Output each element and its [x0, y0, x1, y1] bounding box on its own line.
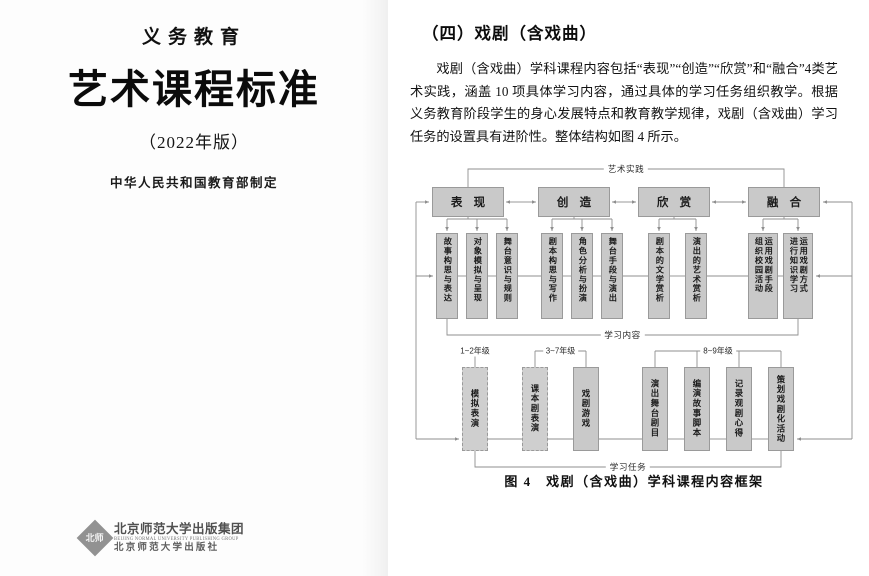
- category-box-ronghe: 融 合: [748, 186, 820, 217]
- learning-task-box: 演出舞台剧目: [642, 366, 668, 451]
- body-paragraph: 戏剧（含戏曲）学科课程内容包括“表现”“创造”“欣赏”和“融合”4类艺术实践，涵…: [410, 61, 838, 145]
- grade-label-1: 3~7年级: [542, 345, 579, 357]
- curriculum-framework-diagram: 表 现 创 造 欣 赏 融 合故事构思与表达 对象模拟与呈现 舞台意识与规则 剧本构思与写作…: [410, 155, 858, 473]
- learning-task-box: 戏剧游戏: [573, 366, 599, 451]
- category-label: 表 现: [450, 196, 490, 209]
- figure-block: 表 现 创 造 欣 赏 融 合故事构思与表达 对象模拟与呈现 舞台意识与规则 剧本构思与写作…: [410, 155, 858, 495]
- publisher-name-en: BEIJING NORMAL UNIVERSITY PUBLISHING GRO…: [114, 536, 239, 542]
- learning-task-box: 记录观剧心得: [726, 366, 752, 451]
- learning-task-box: 策划戏剧化活动: [768, 366, 794, 451]
- learning-task-box: 编演故事脚本: [684, 366, 710, 451]
- learning-task-box: 模拟表演: [462, 366, 488, 451]
- cover-supertitle: 义务教育: [141, 27, 246, 48]
- diagram-connectors: [415, 168, 853, 468]
- publisher-logo: 北师 北京师范大学出版集团 BEIJING NORMAL UNIVERSITY …: [76, 519, 244, 557]
- figure-caption: 图 4 戏剧（含戏曲）学科课程内容框架: [504, 473, 764, 489]
- learning-task-label: 记录观剧心得: [734, 379, 744, 439]
- learning-task-box: 课本剧表演: [522, 366, 548, 451]
- learning-content-label: 舞台手段与演出: [607, 236, 617, 303]
- learning-content-label: 运用戏剧方式 进行知识学习: [789, 236, 808, 294]
- publisher-name-cn: 北京师范大学出版集团: [114, 522, 245, 536]
- learning-content-box: 剧本的文学赏析: [648, 232, 670, 319]
- band-label-learning-tasks: 学习任务: [605, 460, 651, 473]
- grade-label-0: 1~2年级: [457, 345, 493, 357]
- learning-content-box: 演出的艺术赏析: [685, 232, 707, 319]
- learning-content-label: 剧本的文学赏析: [654, 236, 664, 303]
- learning-content-box: 舞台手段与演出: [601, 232, 623, 319]
- category-box-xinshang: 欣 赏: [638, 186, 710, 217]
- right-page-content: （四）戏剧（含戏曲） 戏剧（含戏曲）学科课程内容包括“表现”“创造”“欣赏”和“…: [388, 0, 869, 576]
- learning-content-label: 对象模拟与呈现: [472, 236, 482, 303]
- learning-task-label: 模拟表演: [470, 389, 480, 429]
- learning-content-box: 运用戏剧手段 组织校园活动: [748, 232, 778, 319]
- learning-content-box: 角色分析与扮演: [571, 232, 593, 319]
- learning-content-label: 故事构思与表达: [442, 236, 452, 303]
- learning-content-box: 故事构思与表达: [436, 232, 458, 319]
- cover-edition: （2022年版）: [139, 133, 249, 152]
- publisher-text: 北京师范大学出版集团 BEIJING NORMAL UNIVERSITY PUB…: [114, 522, 244, 554]
- learning-content-box: 舞台意识与规则: [496, 232, 518, 319]
- learning-content-label: 演出的艺术赏析: [691, 236, 701, 303]
- band-label-practice: 艺术实践: [603, 162, 649, 175]
- publisher-mark-icon: 北师: [76, 519, 114, 557]
- learning-content-label: 剧本构思与写作: [547, 236, 557, 303]
- band-label-learning-content: 学习内容: [600, 328, 645, 341]
- category-label: 融 合: [766, 196, 806, 209]
- grade-label-2: 8~9年级: [700, 345, 736, 357]
- section-heading: （四）戏剧（含戏曲）: [422, 24, 597, 43]
- learning-content-box: 对象模拟与呈现: [466, 232, 488, 319]
- learning-task-label: 策划戏剧化活动: [776, 374, 786, 444]
- cover-issuer: 中华人民共和国教育部制定: [109, 176, 278, 190]
- learning-content-box: 剧本构思与写作: [541, 232, 563, 319]
- cover-title: 艺术课程标准: [68, 67, 320, 112]
- category-label: 欣 赏: [656, 196, 696, 209]
- cover-content: 义务教育 艺术课程标准 （2022年版） 中华人民共和国教育部制定 北师 北京师…: [0, 0, 388, 576]
- learning-content-label: 角色分析与扮演: [577, 236, 587, 303]
- learning-content-label: 舞台意识与规则: [502, 236, 512, 303]
- category-box-chuangzao: 创 造: [538, 186, 610, 217]
- left-page-cover: 义务教育 艺术课程标准 （2022年版） 中华人民共和国教育部制定 北师 北京师…: [0, 0, 388, 576]
- learning-task-label: 演出舞台剧目: [650, 379, 660, 439]
- learning-task-label: 戏剧游戏: [581, 389, 591, 429]
- learning-task-label: 课本剧表演: [530, 384, 540, 434]
- learning-content-label: 运用戏剧手段 组织校园活动: [754, 236, 773, 294]
- publisher-name-sub: 北京师范大学出版社: [114, 542, 220, 553]
- learning-task-label: 编演故事脚本: [692, 379, 702, 439]
- category-box-biaoxian: 表 现: [432, 186, 504, 217]
- learning-content-box: 运用戏剧方式 进行知识学习: [783, 232, 813, 319]
- category-label: 创 造: [556, 196, 596, 209]
- publisher-mark-text: 北师: [85, 532, 105, 543]
